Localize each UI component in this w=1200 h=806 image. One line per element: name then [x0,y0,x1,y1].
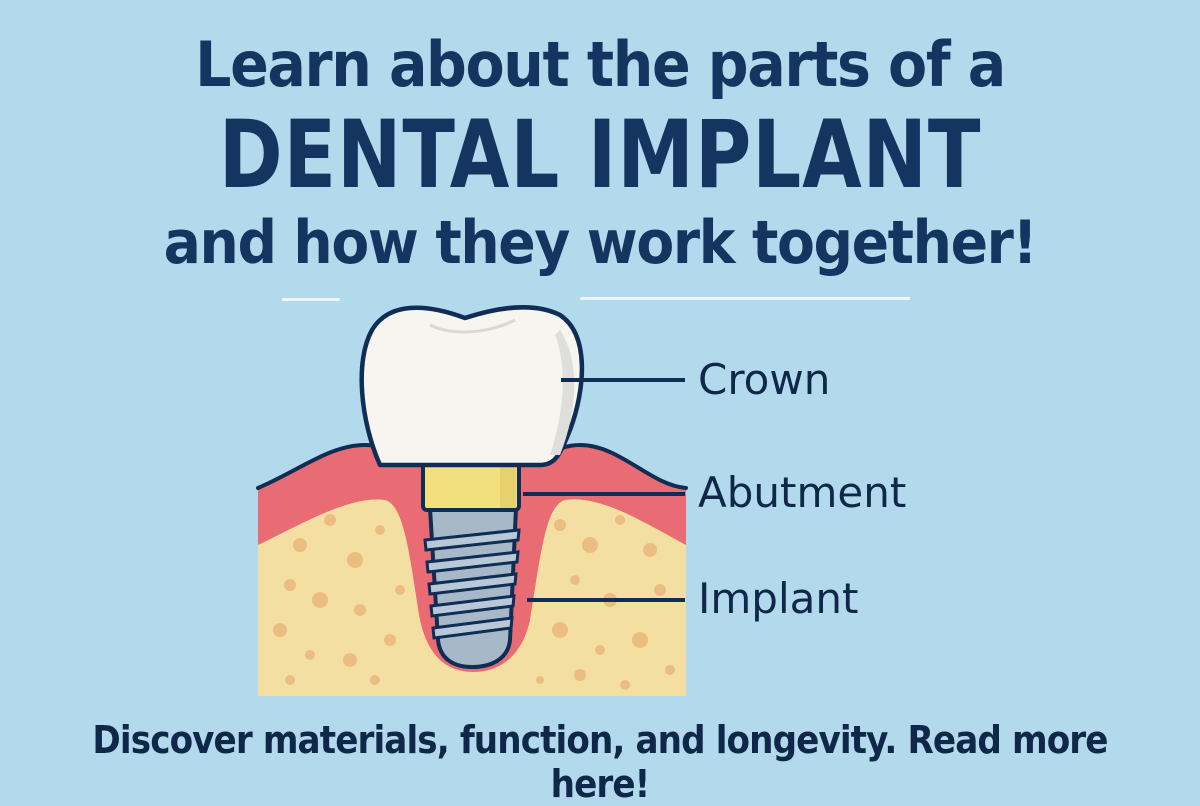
headline-line-3: and how they work together! [163,208,1038,278]
headline-title: DENTAL IMPLANT [218,101,982,210]
divider-left [282,298,340,301]
headline-line-1: Learn about the parts of a [195,28,1006,101]
divider-right [580,297,910,300]
crown-icon [359,305,585,468]
implant-label: Implant [698,574,859,623]
crown-label: Crown [698,355,831,404]
read-more-link[interactable]: Discover materials, function, and longev… [92,718,1108,806]
abutment-label: Abutment [698,468,907,517]
implant-icon [423,506,521,670]
